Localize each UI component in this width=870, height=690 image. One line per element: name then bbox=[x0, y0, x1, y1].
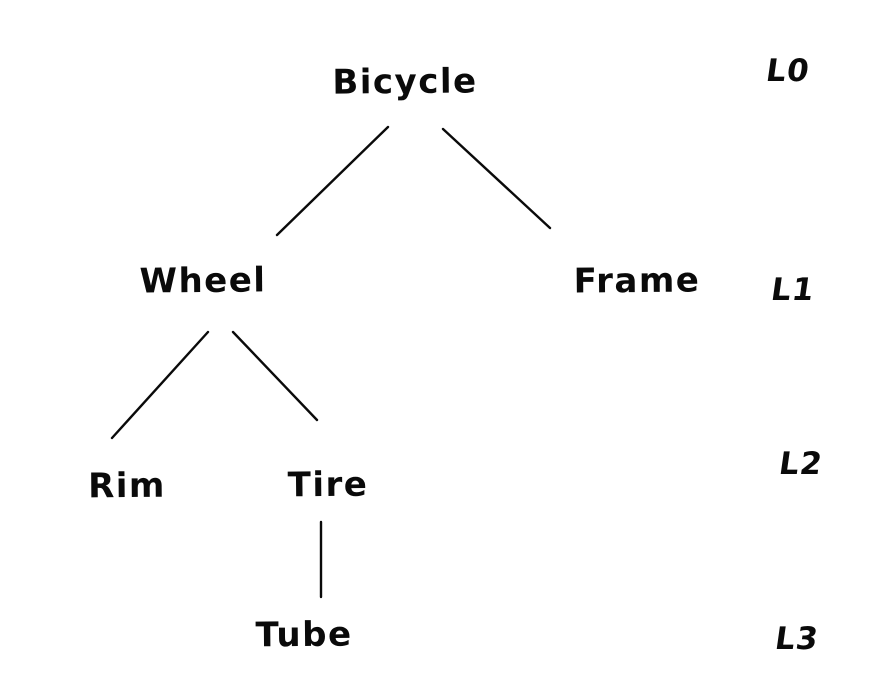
level-label-l1: L1 bbox=[768, 272, 818, 308]
level-label-l3: L3 bbox=[772, 621, 822, 657]
level-label-l2: L2 bbox=[776, 446, 826, 482]
edge-wheel-tire bbox=[231, 330, 319, 422]
node-bicycle: Bicycle bbox=[332, 61, 478, 103]
node-frame: Frame bbox=[573, 260, 701, 302]
edge-wheel-rim bbox=[110, 330, 210, 440]
node-wheel: Wheel bbox=[139, 260, 267, 302]
edge-bicycle-wheel bbox=[275, 125, 390, 237]
node-tube: Tube bbox=[255, 614, 353, 656]
level-label-l0: L0 bbox=[763, 53, 813, 89]
node-tire: Tire bbox=[287, 464, 369, 506]
node-rim: Rim bbox=[87, 465, 167, 507]
edge-bicycle-frame bbox=[441, 127, 552, 230]
